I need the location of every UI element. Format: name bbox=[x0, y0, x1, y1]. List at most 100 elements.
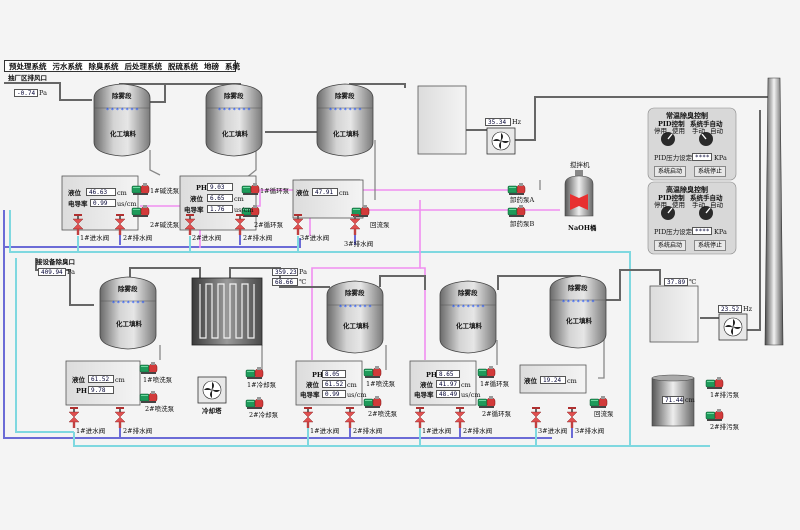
pump-bot-2[interactable] bbox=[139, 390, 158, 404]
filter-temp-unit: ℃ bbox=[689, 278, 697, 286]
ctrl-bot-pid: PID控制 bbox=[658, 194, 685, 202]
knob-sys-bot[interactable] bbox=[699, 206, 713, 220]
top3-level-value: 47.91 bbox=[312, 188, 338, 196]
tank-top2-mist: 除雾段 bbox=[224, 92, 244, 100]
tank-top3-pack: 化工填料 bbox=[333, 130, 359, 138]
bot2-level-label: 液位 bbox=[306, 381, 319, 389]
pump-dose-b[interactable] bbox=[507, 204, 526, 218]
ctrl-top-manual: 手动 bbox=[692, 127, 705, 135]
pump-label: 2#碱洗泵 bbox=[150, 221, 180, 229]
pump-bot-5[interactable] bbox=[363, 365, 382, 379]
sewage-level: 71.44 bbox=[662, 396, 684, 404]
menu-item-desulfur[interactable]: 脱硫系统 bbox=[168, 61, 198, 71]
bot1-ph-label: PH bbox=[76, 387, 88, 395]
ctrl-top-auto: 自动 bbox=[710, 127, 723, 135]
menu-item-pretreatment[interactable]: 预处理系统 bbox=[9, 61, 47, 71]
pump-bot-8[interactable] bbox=[477, 395, 496, 409]
valve-bot-7[interactable] bbox=[530, 406, 542, 429]
valve-bot-6[interactable] bbox=[454, 406, 466, 429]
valve-bot-5[interactable] bbox=[414, 406, 426, 429]
pump-dose-a[interactable] bbox=[507, 182, 526, 196]
bot2-cond-label: 电导率 bbox=[300, 391, 320, 399]
ctrl-top-setvalue[interactable]: **** bbox=[692, 153, 712, 161]
pump-bot-9[interactable] bbox=[589, 395, 608, 409]
menu-item-posttreatment[interactable]: 后处理系统 bbox=[124, 61, 163, 71]
ctrl-top-unit: KPa bbox=[714, 154, 727, 162]
tank-bot4-pack: 化工填料 bbox=[566, 317, 592, 325]
chimney bbox=[764, 77, 784, 346]
knob-sys-top[interactable] bbox=[699, 132, 713, 146]
mixer-label: 搅拌机 bbox=[570, 161, 590, 169]
bot3-cond-label: 电导率 bbox=[414, 391, 434, 399]
bottom-exhaust-fan[interactable] bbox=[718, 313, 748, 341]
tank-bot1-pack: 化工填料 bbox=[116, 320, 142, 328]
bot3-level-unit: cm bbox=[461, 381, 471, 389]
tank-top1-mist: 除雾段 bbox=[112, 92, 132, 100]
pump-label: 2#循环泵 bbox=[254, 221, 284, 229]
cooling-tower-fan[interactable] bbox=[197, 376, 227, 404]
valve-bot-8[interactable] bbox=[566, 406, 578, 429]
ctrl-top-pid: PID控制 bbox=[658, 120, 685, 128]
naoh-tank[interactable] bbox=[564, 170, 594, 217]
bot3-cond-value: 48.49 bbox=[436, 390, 460, 398]
ctrl-top-title: 常温除臭控制 bbox=[666, 111, 708, 120]
valve-label: 2#排水阀 bbox=[463, 427, 493, 435]
menu-item-deodorize[interactable]: 除臭系统 bbox=[88, 61, 119, 71]
valve-bot-2[interactable] bbox=[114, 406, 126, 429]
top-sump-3 bbox=[292, 179, 364, 219]
valve-label: 2#排水阀 bbox=[123, 427, 153, 435]
ctrl-top-stop-button[interactable]: 系统停止 bbox=[694, 166, 727, 177]
pump-label: 2#排污泵 bbox=[710, 423, 740, 431]
ctrl-bot-use: 使用 bbox=[672, 201, 685, 209]
pump-bot-11[interactable] bbox=[705, 408, 724, 422]
bot3-level-value: 41.97 bbox=[436, 380, 460, 388]
menu-item-system[interactable]: 系统 bbox=[225, 61, 240, 71]
pump-bot-1[interactable] bbox=[139, 361, 158, 375]
bot2-level-unit: cm bbox=[347, 381, 357, 389]
pump-bot-10[interactable] bbox=[705, 376, 724, 390]
tank-bot2-mist: 除雾段 bbox=[345, 289, 365, 297]
ctrl-bot-setvalue[interactable]: **** bbox=[692, 227, 712, 235]
valve-bot-4[interactable] bbox=[344, 406, 356, 429]
knob-pid-top[interactable] bbox=[661, 132, 675, 146]
valve-bot-3[interactable] bbox=[302, 406, 314, 429]
valve-label: 3#排水阀 bbox=[575, 427, 605, 435]
pump-bot-6[interactable] bbox=[363, 395, 382, 409]
bot2-level-value: 61.52 bbox=[322, 380, 346, 388]
tank-bot3-pack: 化工填料 bbox=[456, 322, 482, 330]
menu-item-sewage[interactable]: 污水系统 bbox=[52, 61, 83, 71]
inlet-top-unit: Pa bbox=[39, 89, 47, 97]
pump-bot-7[interactable] bbox=[477, 365, 496, 379]
ctrl-bot-start-button[interactable]: 系统启动 bbox=[654, 240, 687, 251]
top2-level-value: 6.65 bbox=[207, 194, 233, 202]
valve-label: 3#进水阀 bbox=[538, 427, 568, 435]
bottom-filter-box bbox=[649, 285, 699, 343]
filter-temp: 37.89 bbox=[664, 278, 688, 286]
knob-pid-bot[interactable] bbox=[661, 206, 675, 220]
sewage-level-unit: cm bbox=[685, 396, 695, 404]
top1-level-label: 液位 bbox=[68, 189, 81, 197]
valve-bot-1[interactable] bbox=[68, 406, 80, 429]
tank-top1-pack: 化工填料 bbox=[110, 130, 136, 138]
ctrl-top-start-button[interactable]: 系统启动 bbox=[654, 166, 687, 177]
top-exhaust-fan[interactable] bbox=[486, 127, 516, 155]
top1-level-value: 46.63 bbox=[86, 188, 116, 196]
pump-label: 卸药泵A bbox=[510, 196, 535, 204]
ctrl-bot-stop-button[interactable]: 系统停止 bbox=[694, 240, 727, 251]
pump-label: 2#循环泵 bbox=[482, 410, 512, 418]
inlet-bottom-unit: Pa bbox=[67, 268, 75, 276]
bot1-level-label: 液位 bbox=[72, 376, 85, 384]
pump-label: 回流泵 bbox=[370, 221, 390, 229]
hx-temp-unit: ℃ bbox=[299, 278, 307, 286]
menu-item-weighbridge[interactable]: 地磅 bbox=[204, 61, 219, 71]
fan-top-hz-unit: Hz bbox=[512, 118, 522, 126]
valve-label: 3#进水阀 bbox=[300, 234, 330, 242]
bot3-ph-label: PH bbox=[426, 371, 438, 379]
pump-bot-4[interactable] bbox=[245, 396, 264, 410]
bot4-level-label: 液位 bbox=[524, 377, 537, 385]
bot2-ph-value: 8.05 bbox=[322, 370, 346, 378]
fan-top-hz: 35.34 bbox=[485, 118, 511, 126]
valve-label: 2#排水阀 bbox=[353, 427, 383, 435]
pump-bot-3[interactable] bbox=[245, 366, 264, 380]
pump-label: 1#冷却泵 bbox=[247, 381, 277, 389]
